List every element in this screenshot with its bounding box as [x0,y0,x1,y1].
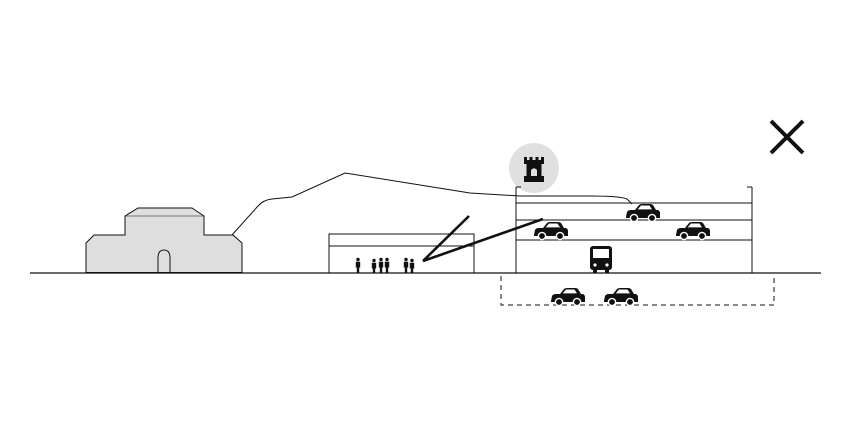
car-icon [533,221,569,241]
person-icon [409,258,415,274]
underground-parking [500,276,775,307]
person-icon [355,257,361,273]
person-icon [384,257,390,273]
car-icon [603,287,639,307]
bus-icon [590,246,612,273]
close-icon[interactable] [760,112,812,164]
historic-building [85,207,243,273]
car-icon [675,221,711,241]
hill-profile [231,172,633,236]
person-icon [403,257,409,273]
car-icon [550,287,586,307]
person-icon [378,257,384,273]
person-icon [371,258,377,274]
castle-tower-icon [509,143,559,193]
pedestrians [355,257,415,274]
cars [533,203,711,241]
pedestrian-hall [328,233,475,274]
connection-ramps [422,215,544,263]
car-icon [625,203,661,223]
